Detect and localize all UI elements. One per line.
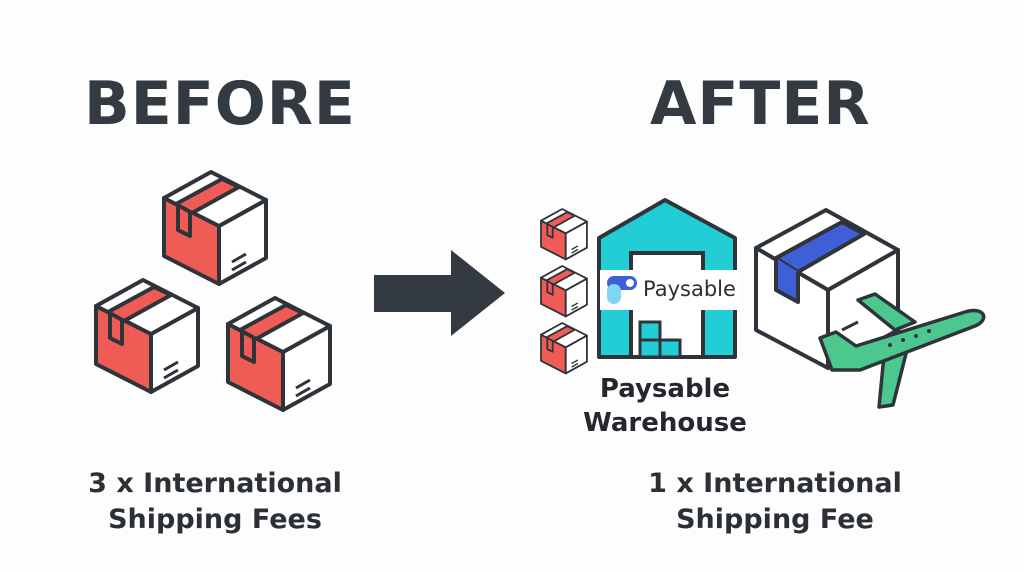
warehouse-label-line1: Paysable (599, 374, 731, 404)
package-icon (94, 278, 200, 394)
airplane-icon (818, 292, 986, 409)
after-caption-line2: Shipping Fee (676, 504, 874, 535)
before-caption-line2: Shipping Fees (108, 504, 322, 535)
after-heading: AFTER (650, 69, 871, 139)
after-caption-line1: 1 x International (648, 468, 902, 499)
package-icon (162, 170, 268, 286)
warehouse-label-line2: Warehouse (583, 408, 747, 438)
before-caption: 3 x International Shipping Fees (70, 466, 360, 538)
warehouse-label: Paysable Warehouse (560, 372, 770, 440)
paysable-logo-text: Paysable (643, 277, 736, 301)
warehouse-icon (597, 198, 740, 359)
right-arrow-icon (374, 250, 505, 336)
before-heading: BEFORE (84, 69, 356, 139)
package-icon (226, 296, 332, 412)
after-caption: 1 x International Shipping Fee (630, 466, 920, 538)
small-package-icon (540, 208, 588, 261)
small-package-icon (540, 322, 588, 375)
before-caption-line1: 3 x International (88, 468, 342, 499)
small-package-icon (540, 265, 588, 318)
